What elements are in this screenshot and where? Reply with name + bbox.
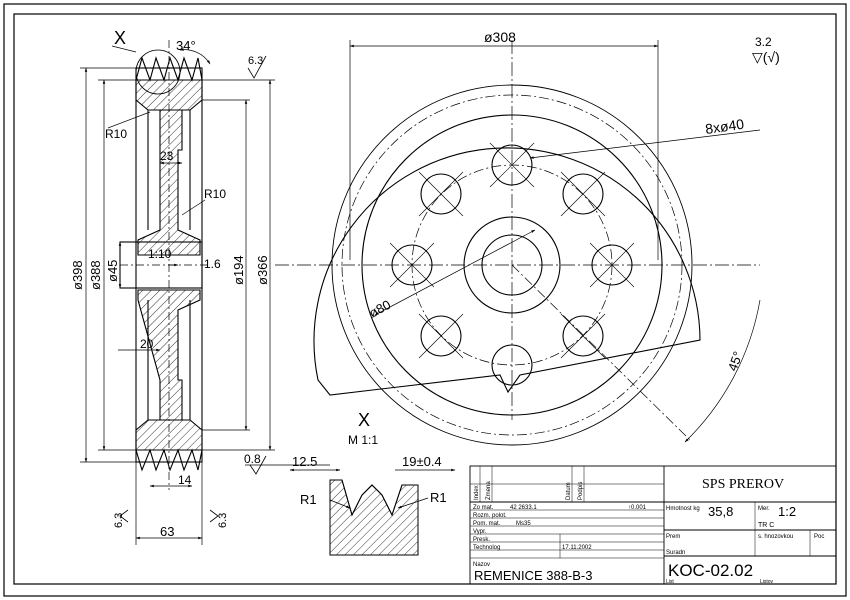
taper-label: 1:10 bbox=[148, 247, 172, 261]
row2-label: Rozm. polot. bbox=[473, 513, 507, 519]
head-zmena: Zmena bbox=[486, 481, 492, 500]
row6-label: Technolog bbox=[473, 545, 500, 551]
front-view bbox=[275, 40, 760, 446]
view-scale-label: M 1:1 bbox=[348, 433, 378, 447]
head-podpis: Podpis bbox=[578, 482, 584, 500]
r1-right-label: R1 bbox=[430, 490, 447, 505]
side-view-dimensions bbox=[80, 48, 275, 545]
row1-value: 42 2633.1 bbox=[510, 505, 537, 511]
title-block-text: Index Zmena Datum Podpis SPS PREROV Hmot… bbox=[473, 477, 824, 585]
side-view-labels: X 34° ø398 ø388 ø45 ø194 ø366 R10 R10 23… bbox=[70, 28, 270, 539]
rough-top-label: 6.3 bbox=[248, 55, 263, 67]
dim-63-label: 63 bbox=[160, 524, 174, 539]
mass-label: Hmotnost kg bbox=[666, 506, 700, 512]
prem-label: Prem bbox=[666, 534, 680, 540]
row4-label: Vypr. bbox=[473, 529, 487, 535]
dia-388-label: ø388 bbox=[88, 260, 103, 290]
roughness-symbol-top bbox=[247, 55, 267, 79]
angle-45-label: 45° bbox=[725, 349, 746, 373]
groove-detail-labels: 0.8 12.5 19±0.4 R1 R1 bbox=[244, 452, 447, 507]
dim-19-label: 19±0.4 bbox=[402, 454, 442, 469]
r1-left-label: R1 bbox=[300, 492, 317, 507]
general-roughness-symbol: ▽(√) bbox=[752, 49, 780, 65]
sured-label: Suradn bbox=[666, 550, 685, 556]
view-x-label: X bbox=[358, 410, 370, 430]
head-datum: Datum bbox=[566, 482, 572, 500]
rough-left-label: 6.3 bbox=[113, 513, 125, 528]
dia-45-label: ø45 bbox=[105, 260, 120, 282]
r10-top-label: R10 bbox=[105, 127, 127, 141]
outer-frame bbox=[3, 3, 847, 597]
part-name: REMENICE 388-B-3 bbox=[474, 568, 592, 583]
company-name: SPS PREROV bbox=[702, 477, 784, 492]
dim-23-label: 23 bbox=[160, 149, 174, 163]
scale-value: 1:2 bbox=[778, 504, 796, 519]
dim-14-label: 14 bbox=[178, 473, 192, 487]
dia-80-label: ø80 bbox=[366, 297, 393, 321]
poc-label: Poc bbox=[814, 534, 824, 540]
inner-frame bbox=[13, 13, 837, 585]
mass-value: 35,8 bbox=[708, 504, 733, 519]
holes-label: 8xø40 bbox=[704, 116, 745, 137]
list-label: List bbox=[666, 579, 674, 585]
dim-12-5-label: 12.5 bbox=[292, 454, 317, 469]
front-view-labels: ø308 8xø40 ø80 45° X M 1:1 bbox=[348, 29, 746, 447]
row1-right: ↑0.001 bbox=[628, 505, 647, 511]
front-view-dimensions bbox=[349, 40, 761, 443]
listov-label: Listov bbox=[760, 579, 774, 585]
groove-detail bbox=[245, 455, 456, 556]
rough-right-label: 6.3 bbox=[217, 513, 229, 528]
bore-roughness-label: 1.6 bbox=[204, 257, 221, 271]
shodne-label: s. hnozovkou bbox=[758, 534, 793, 540]
r10-mid-label: R10 bbox=[204, 187, 226, 201]
dia-398-label: ø398 bbox=[70, 260, 85, 290]
groove-rough-label: 0.8 bbox=[244, 452, 261, 466]
name-label: Nazov bbox=[473, 562, 490, 568]
general-roughness-value: 3.2 bbox=[755, 35, 772, 49]
row3-label: Pom. mat. bbox=[473, 521, 501, 527]
row3-value: Ms35 bbox=[516, 521, 531, 527]
roughness-symbol-left bbox=[119, 509, 129, 523]
detail-x-letter: X bbox=[114, 28, 126, 48]
head-index: Index bbox=[474, 485, 480, 500]
roughness-symbol-right bbox=[209, 509, 219, 523]
row6-date: 17.11.2002 bbox=[562, 545, 592, 551]
dia-366-label: ø366 bbox=[255, 255, 270, 285]
title-block bbox=[469, 465, 837, 585]
side-section-view bbox=[119, 40, 210, 490]
row5-label: Presk. bbox=[473, 537, 490, 543]
general-roughness: 3.2 ▽(√) bbox=[752, 35, 780, 65]
groove-angle-label: 34° bbox=[176, 38, 196, 53]
drawing-number: KOC-02.02 bbox=[668, 561, 753, 580]
code-tr: TR C bbox=[758, 522, 774, 529]
dia-308-label: ø308 bbox=[484, 29, 516, 45]
row1-label: Zo mat. bbox=[473, 505, 494, 511]
dim-20-label: 20 bbox=[140, 337, 154, 351]
dia-194-label: ø194 bbox=[231, 255, 246, 285]
scale-label: Mer. bbox=[758, 506, 770, 512]
